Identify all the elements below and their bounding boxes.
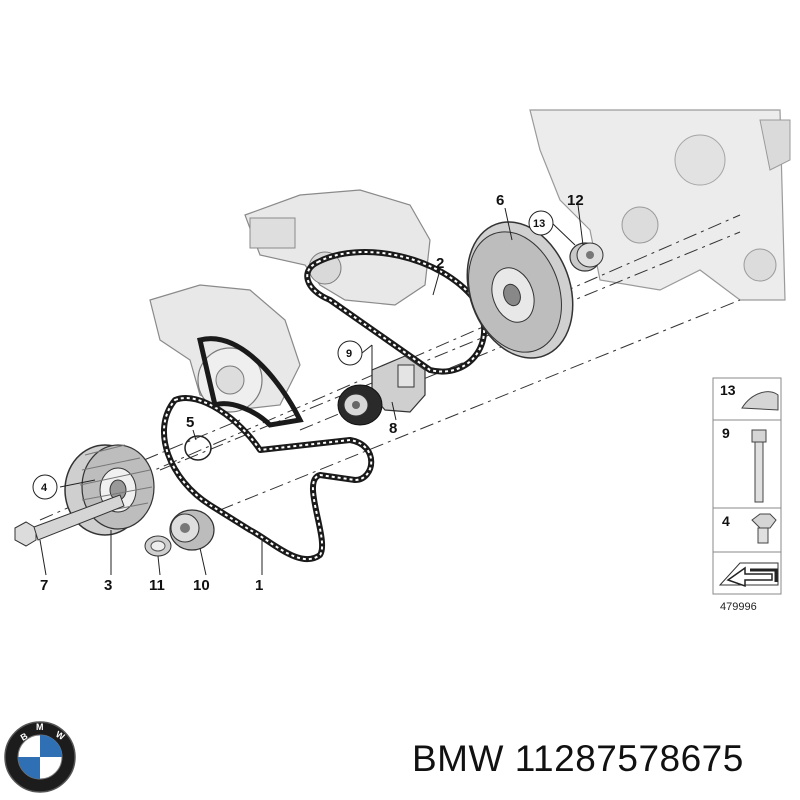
callout-8: 8 bbox=[389, 420, 397, 437]
callout-4: 4 bbox=[41, 482, 48, 494]
svg-text:B: B bbox=[19, 731, 30, 743]
part-6-vibration-damper[interactable] bbox=[449, 207, 591, 373]
callout-9: 9 bbox=[346, 348, 352, 360]
legend-arrow-icon bbox=[718, 562, 779, 588]
part-5-circlip[interactable] bbox=[184, 435, 212, 461]
belt-1-pump-loop bbox=[197, 336, 304, 428]
footer-brand: BMW bbox=[412, 738, 504, 779]
legend-label-13: 13 bbox=[720, 382, 736, 398]
legend-label-9: 9 bbox=[722, 425, 730, 441]
bmw-logo-icon: B M W bbox=[4, 721, 76, 793]
footer-part-number: 11287578675 bbox=[514, 738, 744, 779]
part-10-idler-roller[interactable] bbox=[169, 509, 215, 551]
part-8-belt-tensioner[interactable] bbox=[337, 355, 426, 426]
callout-11: 11 bbox=[149, 577, 165, 594]
alternator bbox=[244, 189, 431, 306]
engine-block bbox=[529, 109, 791, 301]
callout-12: 12 bbox=[567, 192, 584, 209]
part-11-washer[interactable] bbox=[144, 535, 172, 557]
diagram-reference-code: 479996 bbox=[720, 601, 757, 613]
leader-lines bbox=[39, 204, 584, 576]
callout-1: 1 bbox=[255, 577, 263, 594]
svg-text:M: M bbox=[36, 722, 44, 732]
legend-label-4: 4 bbox=[722, 513, 730, 529]
callout-10: 10 bbox=[193, 577, 210, 594]
water-pump bbox=[149, 284, 301, 413]
callout-3: 3 bbox=[104, 577, 112, 594]
callout-2: 2 bbox=[436, 255, 444, 272]
parts-legend: 13 9 4 bbox=[712, 377, 782, 595]
callout-7: 7 bbox=[40, 577, 48, 594]
callout-13: 13 bbox=[533, 218, 545, 230]
part-7-bolt[interactable] bbox=[14, 494, 125, 547]
footer-part-label: BMW 11287578675 bbox=[412, 738, 744, 780]
callout-5: 5 bbox=[186, 414, 194, 431]
callout-6: 6 bbox=[496, 192, 504, 209]
part-12-pulley[interactable] bbox=[569, 242, 604, 272]
